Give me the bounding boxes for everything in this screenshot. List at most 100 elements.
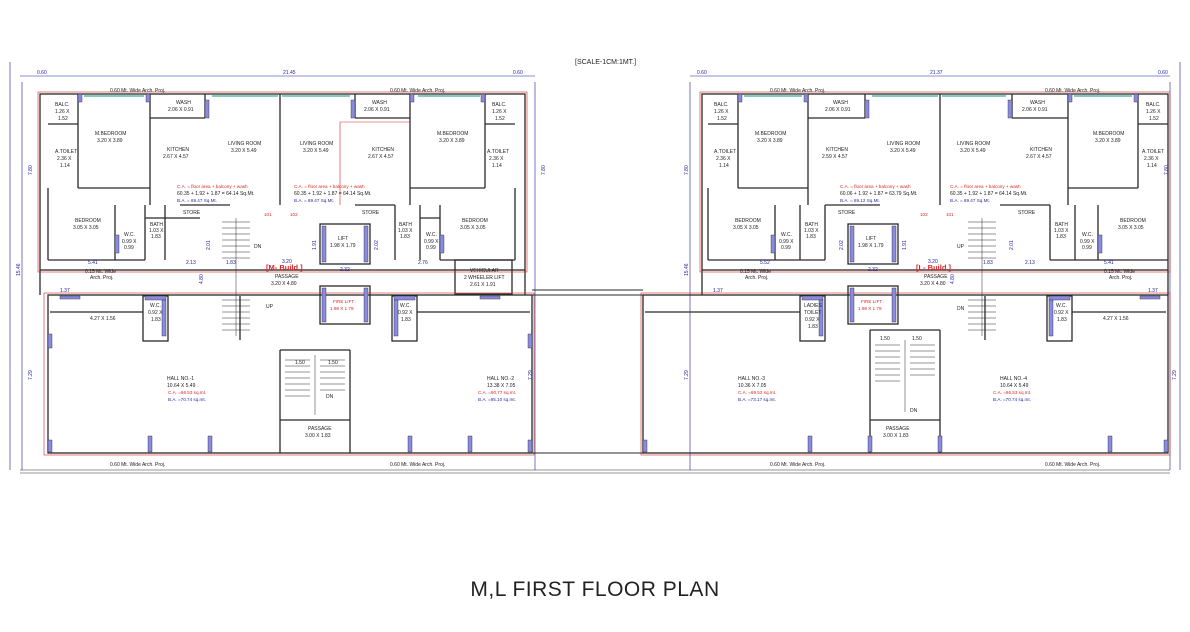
m-bed-2: BEDROOM	[462, 218, 488, 224]
l-bath-1: BATH	[805, 222, 818, 228]
l-bed-1-d: 3.05 X 3.05	[733, 225, 759, 231]
m-mbed-2: M.BEDROOM	[437, 131, 468, 137]
l-store-2: STORE	[1018, 210, 1036, 216]
m-dim-276: 2.76	[418, 260, 428, 266]
l-dim-213: 2.13	[1025, 260, 1035, 266]
m-dn-2: DN	[326, 394, 334, 400]
m-atoilet-2-d2: 1.14	[492, 163, 502, 169]
l-living-2: LIVING ROOM	[957, 141, 990, 147]
m-atoilet-1: A.TOILET	[55, 149, 77, 155]
m-lift-d: 1.98 X 1.79	[330, 243, 356, 249]
l-dim-201: 2.01	[1009, 240, 1015, 250]
l-bath-2-d: 1.03 X	[1054, 228, 1069, 234]
m-wash-1-d: 2.06 X 0.91	[168, 107, 194, 113]
l-passage-a-d: 3.20 X 4.80	[920, 281, 946, 287]
dim-edge-2: 0.60	[513, 70, 523, 76]
l-wash-1-d: 2.06 X 0.91	[825, 107, 851, 113]
dim-729-d: 7.29	[1172, 370, 1178, 380]
dim-729-c: 7.29	[684, 370, 690, 380]
l-kitchen-2-d: 2.67 X 4.57	[1026, 154, 1052, 160]
l-atoilet-1-d: 2.36 X	[716, 156, 731, 162]
m-balc-2-d2: 1.52	[495, 116, 505, 122]
l-dn-1: DN	[957, 306, 965, 312]
l-stair-w-2: 1.50	[912, 336, 922, 342]
m-atoilet-1-d: 2.36 X	[57, 156, 72, 162]
l-dim-137-b: 1.37	[1148, 288, 1158, 294]
m-bed-1: BEDROOM	[75, 218, 101, 224]
l-atoilet-1-d2: 1.14	[719, 163, 729, 169]
l-dim-232: 2.32	[868, 267, 878, 273]
m-living-2: LIVING ROOM	[300, 141, 333, 147]
m-wc-hall-1-d: 0.92 X	[148, 310, 163, 316]
m-wc-2-d: 0.99 X	[424, 239, 439, 245]
l-fire-lift-d: 1.98 X 1.79	[858, 306, 882, 311]
scale-note: [SCALE-1CM:1MT.]	[575, 59, 637, 66]
m-building-red-outlines	[37, 91, 535, 456]
l-column-blocks	[642, 93, 1169, 453]
m-balc-2-d: 1.26 X	[492, 109, 507, 115]
m-atoilet-2: A.TOILET	[487, 149, 509, 155]
l-proj-bottom-2: 0.60 Mt. Wide Arch. Proj.	[1045, 462, 1100, 468]
l-wash-2: WASH	[1030, 100, 1045, 106]
m-room-427: 4.27 X 1.56	[90, 316, 116, 322]
l-proj-015-2b: Arch. Proj.	[1109, 275, 1132, 281]
l-room-427: 4.27 X 1.56	[1103, 316, 1129, 322]
l-hall3-d: 10.36 X 7.05	[738, 383, 767, 389]
m-ba-2: B.A. = 69.47 Sq.Mt.	[294, 198, 334, 203]
l-toilet-d2: 1.83	[808, 324, 818, 330]
l-dim-202: 2.02	[839, 240, 845, 250]
m-proj-bottom-2: 0.60 Mt. Wide Arch. Proj.	[390, 462, 445, 468]
l-hall3-ba: B.A. =73.17 sq.mt.	[738, 397, 776, 402]
m-wc-hall-1-d2: 1.83	[151, 317, 161, 323]
l-wc-2-d2: 0.99	[1082, 245, 1092, 251]
m-wc-hall-1: W.C.	[150, 303, 161, 309]
l-building-walls	[642, 93, 1169, 454]
m-balc-2: BALC.	[492, 102, 506, 108]
m-dim-541: 5.41	[88, 260, 98, 266]
l-kitchen-1: KITCHEN	[826, 147, 848, 153]
l-building-tag: [L- Build.]	[916, 263, 951, 272]
m-dim-202: 2.02	[374, 240, 380, 250]
m-fire-lift: FIRE LIFT	[333, 299, 354, 304]
m-kitchen-1: KITCHEN	[167, 147, 189, 153]
l-toilet-d: 0.92 X	[805, 317, 820, 323]
l-proj-015-1: 0.15 Mt. Wide	[740, 269, 771, 275]
m-dim-201: 2.01	[206, 240, 212, 250]
l-bath-2-d2: 1.83	[1056, 234, 1066, 240]
m-hall1-ca: C.A. =66.53 sq.mt.	[168, 390, 206, 395]
dim-edge-1: 0.60	[37, 70, 47, 76]
m-living-1: LIVING ROOM	[228, 141, 261, 147]
l-balc-1: BALC.	[714, 102, 728, 108]
m-hall1: HALL NO.-1	[167, 376, 194, 382]
m-balc-1-d: 1.26 X	[55, 109, 70, 115]
dim-780-c: 7.80	[684, 165, 690, 175]
m-vehicular-2: 2 WHEELER LIFT	[464, 275, 505, 281]
l-ca-1: C.A. = floor area + balcony + wash	[840, 184, 911, 189]
m-wc-1-d: 0.99 X	[122, 239, 137, 245]
m-proj-bottom-1: 0.60 Mt. Wide Arch. Proj.	[110, 462, 165, 468]
l-num-102: 102	[920, 212, 928, 217]
m-column-blocks	[47, 93, 533, 453]
l-fire-lift: FIRE LIFT	[861, 299, 882, 304]
m-store-2: STORE	[362, 210, 380, 216]
m-wc-1: W.C.	[124, 232, 135, 238]
l-num-101: 101	[946, 212, 954, 217]
l-ca-2-calc: 60.35 + 1.92 + 1.87 = 64.14 Sq.Mt.	[950, 191, 1027, 197]
m-bath-1-d2: 1.83	[151, 234, 161, 240]
m-balc-1-d2: 1.52	[58, 116, 68, 122]
l-atoilet-2-d2: 1.14	[1147, 163, 1157, 169]
l-balc-2: BALC.	[1146, 102, 1160, 108]
dim-edge-3: 0.60	[697, 70, 707, 76]
l-kitchen-1-d: 2.59 X 4.57	[822, 154, 848, 160]
m-kitchen-2-d: 2.67 X 4.57	[368, 154, 394, 160]
m-wc-2-d2: 0.99	[426, 245, 436, 251]
m-mbed-2-d: 3.20 X 3.89	[439, 138, 465, 144]
m-dim-320: 3.20	[282, 259, 292, 265]
m-wash-2-d: 2.06 X 0.91	[364, 107, 390, 113]
dim-right-width: 21.37	[930, 70, 943, 76]
m-bed-2-d: 3.05 X 3.05	[460, 225, 486, 231]
l-kitchen-2: KITCHEN	[1030, 147, 1052, 153]
dim-height-left: 15.46	[16, 263, 22, 276]
l-atoilet-2-d: 2.36 X	[1144, 156, 1159, 162]
l-proj-top-2: 0.60 Mt. Wide Arch. Proj.	[1045, 88, 1100, 94]
